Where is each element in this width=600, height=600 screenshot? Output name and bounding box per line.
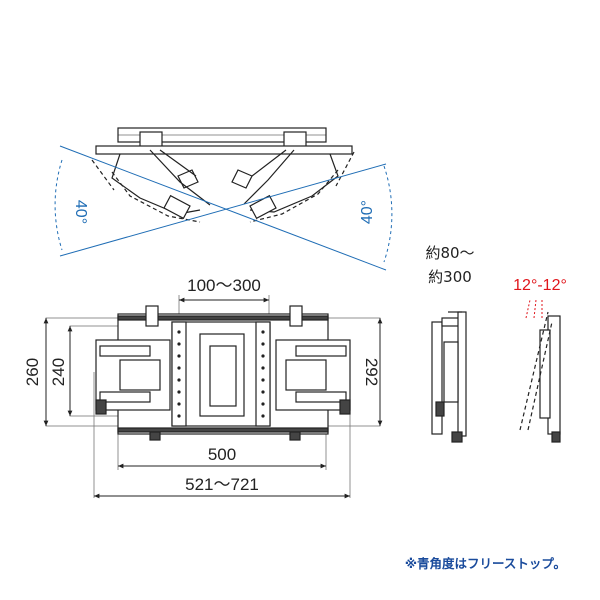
footnote: ※青角度はフリーストップ。 bbox=[405, 556, 566, 571]
side-view-tilt bbox=[519, 311, 561, 443]
top-view-right-arm bbox=[231, 149, 295, 205]
dim-bottom-inner-label: 500 bbox=[208, 445, 236, 464]
dim-right-label: 292 bbox=[362, 358, 381, 386]
depth-label-line2: 約300 bbox=[428, 268, 472, 286]
tilt-label: 12°-12° bbox=[513, 277, 567, 294]
side-view-depth bbox=[431, 311, 467, 443]
dim-left-outer-label: 260 bbox=[23, 358, 42, 386]
top-view-left-arm bbox=[149, 149, 211, 206]
tilt-arrows bbox=[525, 299, 543, 319]
front-view bbox=[95, 305, 351, 441]
angle-left-label: 40° bbox=[72, 200, 89, 224]
angle-right-label: 40° bbox=[359, 200, 376, 224]
top-view bbox=[91, 127, 355, 223]
dim-top-label: 100～300 bbox=[187, 276, 261, 295]
rail-holes bbox=[177, 330, 265, 418]
dim-bottom-outer-label: 521～721 bbox=[185, 475, 259, 494]
top-view-angle-guides bbox=[54, 145, 393, 271]
dim-left-inner-label: 240 bbox=[49, 358, 68, 386]
depth-label-line1: 約80～ bbox=[425, 244, 474, 262]
front-view-dimension-arrows bbox=[43, 297, 383, 499]
